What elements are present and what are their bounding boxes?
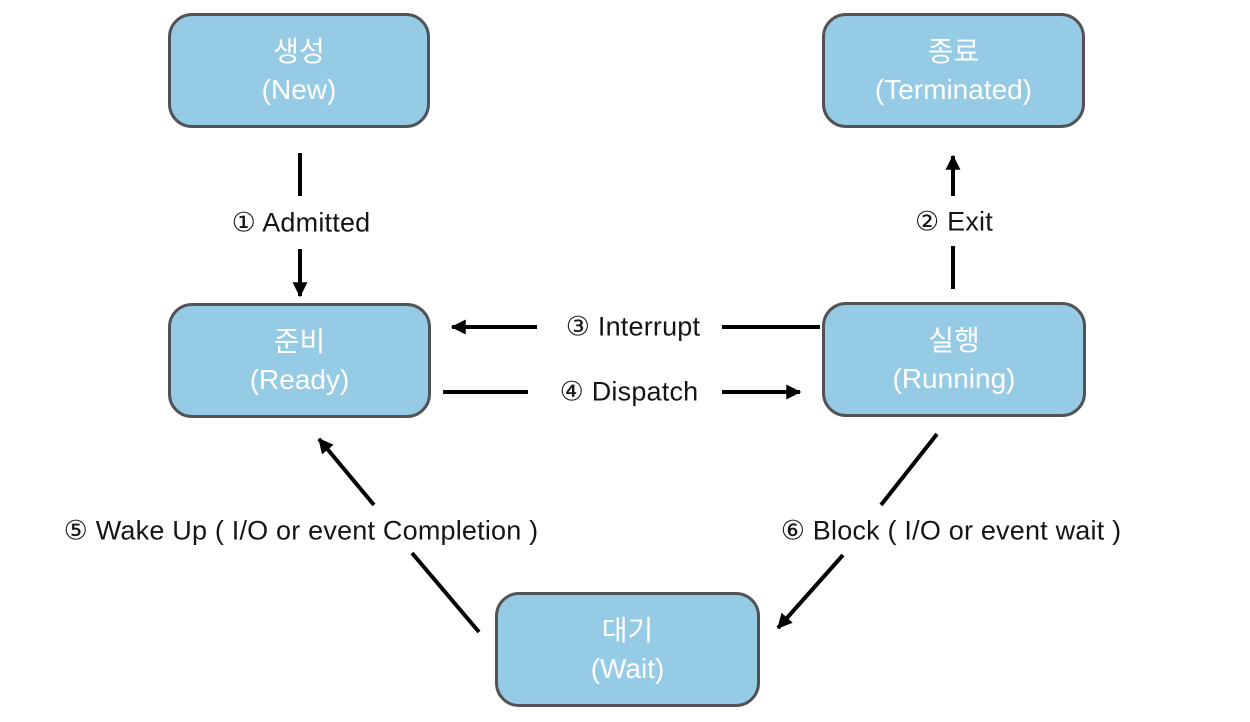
state-box-new: 생성 (New) [168, 13, 430, 128]
arrow-block-head [776, 553, 845, 630]
state-terminated-english-label: (Terminated) [874, 73, 1033, 105]
transition-label-wakeup: ⑤ Wake Up ( I/O or event Completion ) [63, 515, 539, 546]
state-box-wait: 대기 (Wait) [495, 592, 760, 707]
state-new-korean-label: 생성 [273, 35, 325, 67]
state-wait-english-label: (Wait) [590, 652, 665, 684]
state-box-terminated: 종료 (Terminated) [822, 13, 1085, 128]
transition-label-block: ⑥ Block ( I/O or event wait ) [780, 515, 1122, 546]
transition-label-dispatch: ④ Dispatch [559, 376, 699, 407]
state-ready-korean-label: 준비 [273, 325, 326, 357]
state-wait-korean-label: 대기 [601, 614, 654, 646]
arrow-wakeup-tail [410, 551, 481, 634]
transition-label-interrupt: ③ Interrupt [565, 311, 701, 342]
transition-label-admitted: ① Admitted [231, 207, 371, 238]
state-new-english-label: (New) [261, 73, 337, 105]
state-terminated-korean-label: 종료 [927, 35, 980, 67]
arrow-wakeup-head [317, 437, 376, 507]
state-ready-english-label: (Ready) [249, 363, 350, 395]
state-box-ready: 준비 (Ready) [168, 303, 431, 418]
state-running-korean-label: 실행 [928, 324, 980, 356]
state-running-english-label: (Running) [892, 362, 1016, 394]
arrow-block-tail [879, 432, 939, 507]
state-box-running: 실행 (Running) [822, 302, 1086, 417]
transition-label-exit: ② Exit [915, 206, 993, 237]
